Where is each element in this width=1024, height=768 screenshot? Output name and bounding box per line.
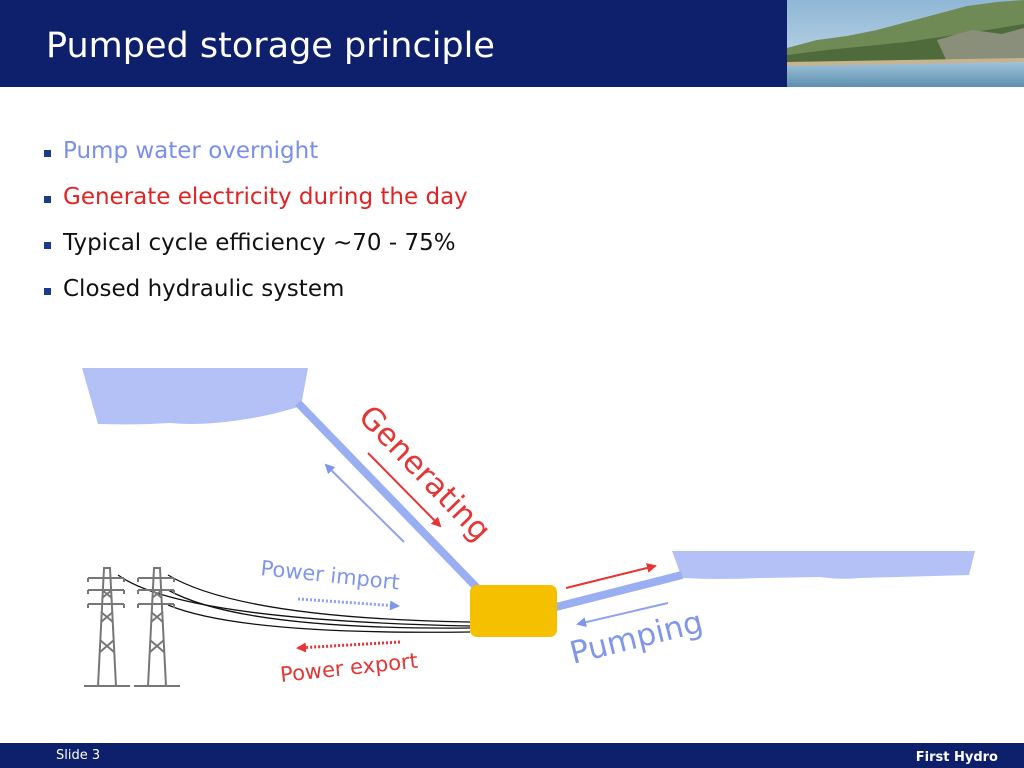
- power-import-label: Power import: [259, 556, 400, 594]
- slide-footer: Slide 3 First Hydro: [0, 743, 1024, 768]
- bullet-marker-icon: [44, 242, 51, 249]
- slide-header: Pumped storage principle: [0, 0, 1024, 87]
- pumping-up-arrow-icon: [324, 463, 405, 543]
- upper-penstock: [295, 400, 485, 596]
- turbine-pump-unit: [470, 585, 557, 637]
- bullet-text: Typical cycle efficiency ~70 - 75%: [63, 230, 456, 256]
- brand-name: First Hydro: [915, 750, 998, 765]
- bullet-text: Closed hydraulic system: [63, 276, 345, 302]
- power-import-arrow-icon: [297, 597, 400, 611]
- lower-reservoir: [672, 551, 975, 579]
- pylon-2-icon: [134, 567, 180, 687]
- power-export-arrow-icon: [296, 640, 401, 653]
- generating-label: Generating: [351, 399, 498, 549]
- bullet-marker-icon: [44, 288, 51, 295]
- slide-number: Slide 3: [56, 748, 101, 763]
- pumping-label: Pumping: [566, 604, 706, 672]
- lake-photo: [787, 0, 1024, 87]
- power-export-label: Power export: [279, 649, 419, 687]
- generating-arrow-icon: [367, 452, 442, 528]
- upper-reservoir: [82, 368, 308, 425]
- bullet-marker-icon: [44, 196, 51, 203]
- pylon-1-icon: [84, 567, 130, 687]
- bullet-text: Generate electricity during the day: [63, 184, 468, 210]
- lower-penstock: [555, 571, 683, 611]
- bullet-text: Pump water overnight: [63, 138, 319, 164]
- pumping-inflow-arrow-icon: [576, 602, 669, 628]
- transmission-lines: [117, 574, 471, 633]
- generating-outflow-arrow-icon: [565, 563, 657, 589]
- bullet-marker-icon: [44, 150, 51, 157]
- slide-title: Pumped storage principle: [46, 26, 495, 66]
